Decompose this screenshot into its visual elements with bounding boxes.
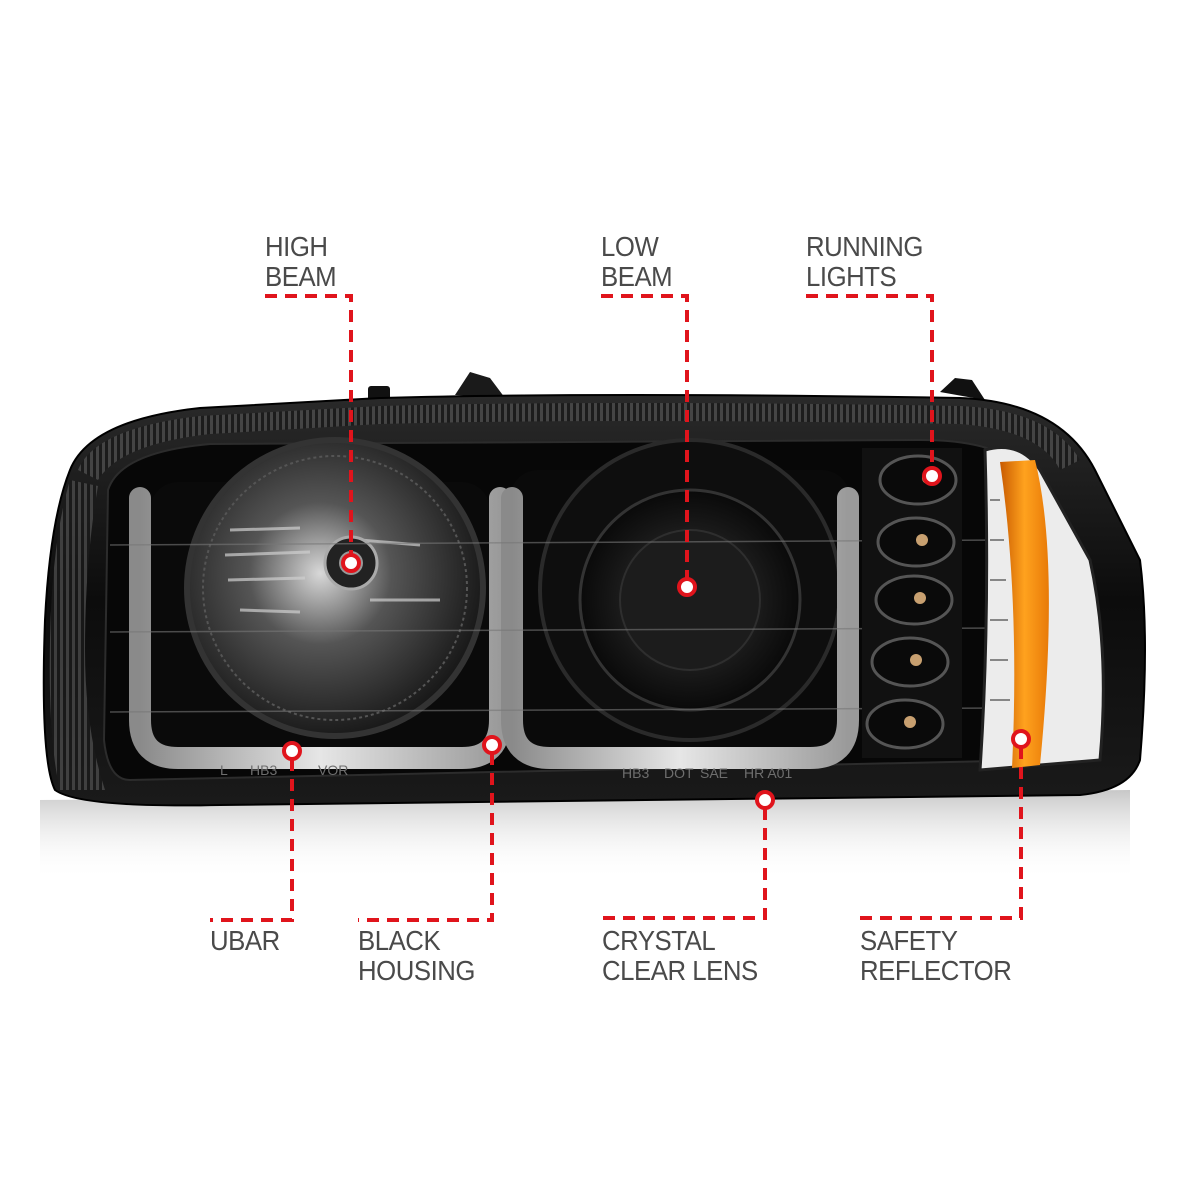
svg-text:HB3: HB3 (622, 765, 649, 781)
corner-reflector (978, 446, 1105, 772)
callout-label-running-lights: RUNNING LIGHTS (806, 231, 923, 292)
low-beam-assembly (501, 438, 859, 769)
callout-label-black-housing: BLACK HOUSING (358, 925, 476, 986)
high-beam-assembly (129, 437, 511, 769)
svg-text:HR A01: HR A01 (744, 765, 792, 781)
svg-text:VOR: VOR (318, 762, 348, 778)
svg-text:HB3: HB3 (250, 762, 277, 778)
svg-text:SAE: SAE (700, 765, 728, 781)
callout-markers (282, 466, 1031, 810)
led-running-lights (862, 448, 962, 758)
callout-label-low-beam: LOW BEAM (601, 231, 673, 292)
svg-text:DOT: DOT (664, 765, 694, 781)
lens-markings: L HB3 VOR HB3 DOT SAE HR A01 (220, 762, 792, 781)
leader-lines (210, 294, 1023, 922)
callout-label-crystal-clear-lens: CRYSTAL CLEAR LENS (602, 925, 758, 986)
svg-text:L: L (220, 762, 228, 778)
callout-label-safety-reflector: SAFETY REFLECTOR (860, 925, 1012, 986)
callout-label-ubar: UBAR (210, 925, 280, 956)
callout-label-high-beam: HIGH BEAM (265, 231, 337, 292)
